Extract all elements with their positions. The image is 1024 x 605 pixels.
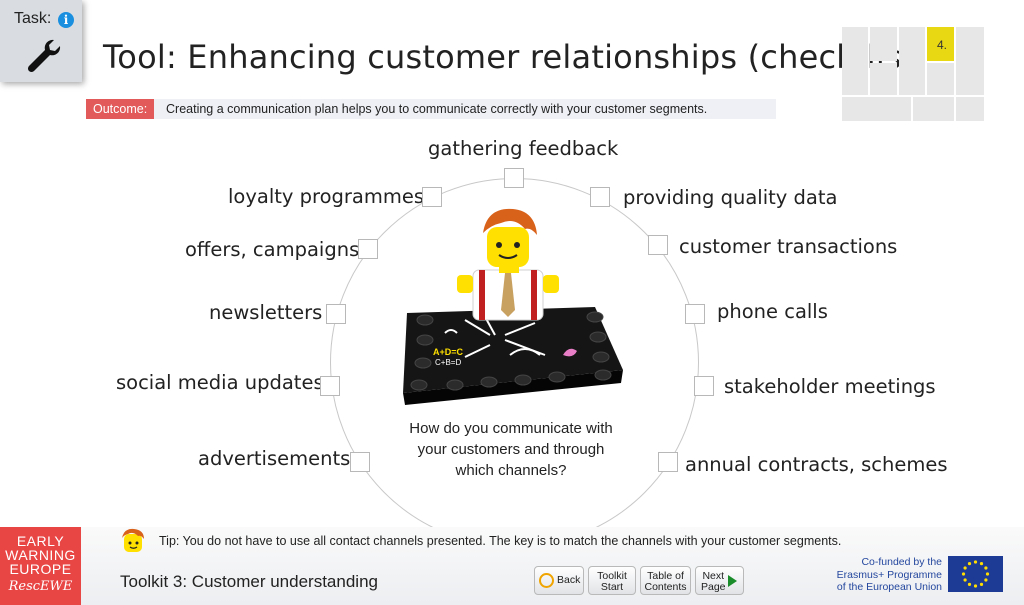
- toolkit-start-label: Toolkit: [597, 570, 627, 582]
- next-arrow-icon: [728, 575, 737, 587]
- wrench-icon: [27, 39, 61, 73]
- eu-text-line: of the European Union: [836, 581, 942, 593]
- eu-flag-icon: [948, 556, 1003, 592]
- eu-cofunded-text: Co-funded by the Erasmus+ Programme of t…: [828, 556, 942, 594]
- toc-label: Table of: [647, 570, 684, 582]
- next-page-button[interactable]: Next Page: [695, 566, 744, 595]
- svg-text:A+D=C: A+D=C: [433, 347, 464, 357]
- tip-text: Tip: You do not have to use all contact …: [159, 534, 842, 548]
- channel-label-right: phone calls: [717, 300, 828, 323]
- channel-label-right: stakeholder meetings: [724, 375, 936, 398]
- eu-text-line: Co-funded by the: [861, 556, 942, 568]
- central-question: How do you communicate with your custome…: [409, 420, 613, 479]
- mini-map-cell-active[interactable]: 4.: [927, 27, 954, 61]
- outcome-text: Creating a communication plan helps you …: [166, 102, 708, 116]
- task-box[interactable]: Task: i: [0, 0, 82, 82]
- back-arrow-icon: [539, 573, 554, 588]
- channel-label-left: loyalty programmes: [228, 185, 425, 208]
- logo-line: EARLY: [16, 533, 65, 549]
- checkbox-newsletters[interactable]: [326, 304, 346, 324]
- toc-label: Contents: [644, 581, 687, 593]
- table-of-contents-button[interactable]: Table of Contents: [640, 566, 691, 595]
- mini-map-cell[interactable]: [842, 97, 911, 121]
- checkbox-stakeholder-meetings[interactable]: [694, 376, 714, 396]
- footer-bar: [0, 527, 1024, 605]
- lego-figure-illustration: A+D=C C+B=D: [403, 208, 623, 405]
- toolkit-start-button[interactable]: Toolkit Start: [588, 566, 636, 595]
- channel-label-right: providing quality data: [623, 186, 838, 209]
- channel-label-top: gathering feedback: [428, 137, 619, 160]
- checkbox-phone-calls[interactable]: [685, 304, 705, 324]
- checkbox-social-media-updates[interactable]: [320, 376, 340, 396]
- page-title: Tool: Enhancing customer relationships (…: [103, 38, 928, 76]
- progress-mini-map: 4.: [842, 27, 984, 121]
- checkbox-gathering-feedback[interactable]: [504, 168, 524, 188]
- checkbox-offers-campaigns[interactable]: [358, 239, 378, 259]
- channel-label-right: customer transactions: [679, 235, 898, 258]
- svg-text:C+B=D: C+B=D: [435, 358, 461, 367]
- channel-label-left: offers, campaigns: [185, 238, 360, 261]
- mini-map-active-label: 4.: [937, 38, 948, 52]
- checkbox-providing-quality-data[interactable]: [590, 187, 610, 207]
- channel-label-right: annual contracts, schemes: [685, 453, 948, 476]
- next-label: Next: [702, 570, 725, 582]
- back-button[interactable]: Back: [534, 566, 584, 595]
- early-warning-europe-logo: EARLY WARNING EUROPE RescEWE: [0, 527, 81, 605]
- toolkit-label: Toolkit 3: Customer understanding: [120, 572, 378, 591]
- outcome-tag: Outcome:: [86, 99, 155, 119]
- checkbox-annual-contracts[interactable]: [658, 452, 678, 472]
- outcome-bar: Outcome: Creating a communication plan h…: [86, 99, 776, 119]
- tip-avatar-icon: [122, 528, 144, 552]
- mini-map-cell[interactable]: [899, 27, 925, 95]
- logo-line: WARNING: [5, 547, 76, 563]
- channel-label-left: newsletters: [209, 301, 323, 324]
- checkbox-loyalty-programmes[interactable]: [422, 187, 442, 207]
- info-icon[interactable]: i: [58, 12, 74, 28]
- logo-subtitle: RescEWE: [8, 579, 73, 594]
- task-label: Task:: [14, 10, 52, 27]
- mini-map-cell[interactable]: [870, 27, 897, 61]
- channel-label-left: social media updates: [116, 371, 324, 394]
- logo-line: EUROPE: [9, 561, 72, 577]
- mini-map-cell[interactable]: [870, 63, 897, 95]
- mini-map-cell[interactable]: [956, 97, 984, 121]
- mini-map-cell[interactable]: [842, 27, 868, 95]
- mini-map-cell[interactable]: [927, 63, 954, 95]
- mini-map-cell[interactable]: [956, 27, 984, 95]
- checkbox-advertisements[interactable]: [350, 452, 370, 472]
- back-label: Back: [557, 574, 581, 586]
- channel-label-left: advertisements: [198, 447, 351, 470]
- eu-text-line: Erasmus+ Programme: [836, 568, 942, 581]
- checkbox-customer-transactions[interactable]: [648, 235, 668, 255]
- toolkit-start-label: Start: [600, 581, 624, 593]
- next-label: Page: [701, 581, 726, 593]
- mini-map-cell[interactable]: [913, 97, 954, 121]
